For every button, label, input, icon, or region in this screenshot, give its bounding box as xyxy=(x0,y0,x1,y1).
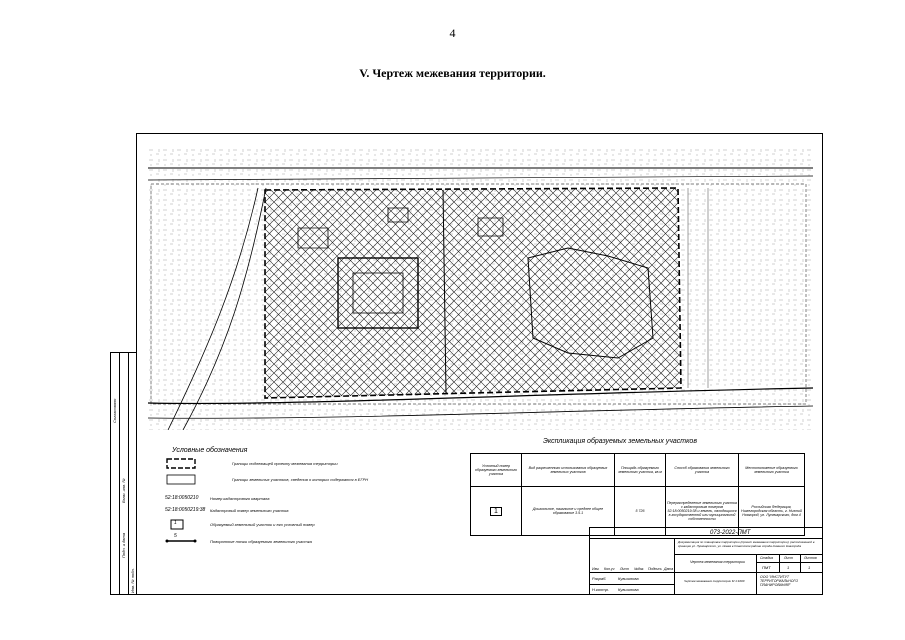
explication-table: Условный номер образуемого земельного уч… xyxy=(470,453,805,536)
side-label-inventory: Инв. № подл. xyxy=(130,568,135,593)
side-label-replaced: Взам. инв. № xyxy=(121,478,126,503)
table-header-row: Условный номер образуемого земельного уч… xyxy=(470,453,805,487)
legend-point-number: 5 xyxy=(174,533,177,539)
header-location: Местоположение образуемого земельного уч… xyxy=(738,453,805,487)
page-number: 4 xyxy=(449,26,456,40)
stamp-name-developer: Кувшинова xyxy=(618,576,639,581)
stamp-organization: ООО "ИНСТИТУТ ТЕРРИТОРИАЛЬНОГО ПЛАНИРОВА… xyxy=(760,575,799,587)
side-label-agreed: Согласовано xyxy=(112,398,117,423)
header-method: Способ образования земельного участка xyxy=(665,453,739,487)
header-number: Условный номер образуемого земельного уч… xyxy=(470,453,522,487)
stamp-col-sign: Подпись xyxy=(648,567,662,571)
table-row: 1 Дошкольное, начальное и среднее общее … xyxy=(470,486,805,536)
stamp-role-developer: Разраб. xyxy=(592,576,607,581)
stamp-sheet-value: 1 xyxy=(787,565,790,570)
stamp-col-doc: №док. xyxy=(634,567,645,571)
cadastral-map xyxy=(148,148,813,430)
title-block: 073-2022-ПМТ Документация по планировке … xyxy=(589,527,823,595)
legend-item-parcel: Кадастровый номер земельного участка xyxy=(210,508,289,513)
stamp-sheet-header: Лист xyxy=(784,556,794,560)
header-use: Вид разрешенного использования образуемы… xyxy=(521,453,615,487)
legend-code-parcel: 52:18:0050219:38 xyxy=(165,507,206,513)
stamp-description: Документация по планировке территории (п… xyxy=(678,540,815,548)
stamp-col-date: Дата xyxy=(664,567,674,571)
stamp-scale-title: Чертеж межевания территории М 1:1000 xyxy=(684,579,745,583)
legend-symbols xyxy=(165,458,197,543)
row-number: 1 xyxy=(490,506,502,516)
stamp-col-list: Лист xyxy=(620,567,630,571)
legend-code-quarter: 52:18:0050210 xyxy=(165,495,199,501)
legend-item-egrn-border: Границы земельных участков, сведения о к… xyxy=(232,477,369,482)
stamp-name-control: Кувшинова xyxy=(618,587,639,592)
legend-box-number: 1 xyxy=(174,520,177,526)
side-approval-strip: Согласовано Взам. инв. № Подп. и дата Ин… xyxy=(110,352,136,595)
stamp-sheets-header: Листов xyxy=(804,556,817,560)
header-area: Площадь образуемого земельного участка, … xyxy=(614,453,666,487)
explication-title: Экспликация образуемых земельных участко… xyxy=(543,438,697,445)
stamp-sheets-value: 1 xyxy=(808,565,811,570)
stamp-subtitle: Чертеж межевания территории xyxy=(690,560,745,564)
stamp-stage-header: Стадия xyxy=(760,556,774,560)
stamp-col-izm: Изм. xyxy=(592,567,600,571)
stamp-code: 073-2022-ПМТ xyxy=(710,530,751,536)
legend-title: Условные обозначения xyxy=(172,447,248,454)
side-label-signature: Подп. и дата xyxy=(121,532,126,558)
drawing-sheet xyxy=(136,133,823,595)
stamp-stage-value: ПМТ xyxy=(762,565,771,570)
legend-item-territory-border: Границы подлежащей проекту межевания тер… xyxy=(232,461,338,466)
legend-item-turn-points: Поворотные точки образуемого земельного … xyxy=(210,539,312,544)
section-title: V. Чертеж межевания территории. xyxy=(359,66,546,80)
legend-item-quarter: Номер кадастрового квартала xyxy=(210,496,270,501)
legend-item-new-parcel: Образуемый земельный участок и его услов… xyxy=(210,522,315,527)
stamp-col-koluch: Кол.уч xyxy=(604,567,615,571)
stamp-role-control: Н.контр. xyxy=(592,587,609,592)
